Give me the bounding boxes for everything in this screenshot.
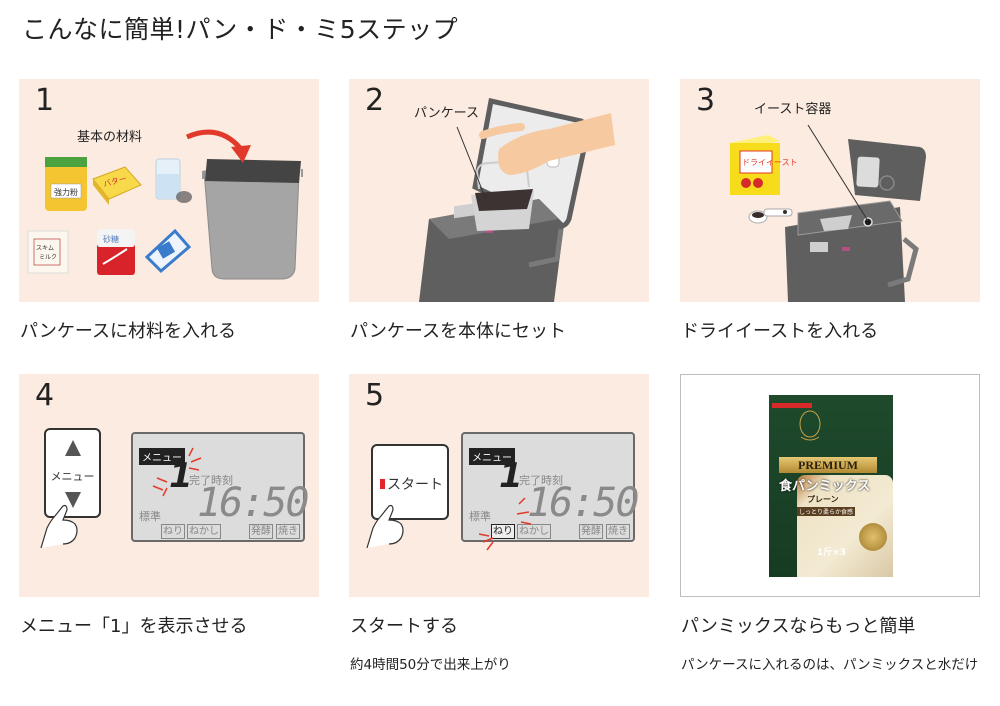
step-number: 3 (696, 83, 716, 118)
triangle-down-icon (65, 492, 81, 508)
brand-logo-icon (772, 403, 812, 408)
skim-milk-icon: スキム ミルク (27, 230, 69, 274)
lcd-stage-knead-active: ねり (491, 524, 515, 539)
lcd-time-label: 完了時刻 (519, 474, 563, 487)
lcd-stage-rise: 発酵 (249, 524, 273, 539)
step-5-note: 約4時間50分で出来上がり (350, 657, 511, 673)
step-2-card: 2 パンケース (349, 79, 649, 302)
start-button-label: スタート (387, 477, 443, 493)
lcd-stage-bake: 焼き (606, 524, 630, 539)
lcd-time: 16:50 (197, 480, 309, 526)
step-number: 2 (365, 83, 385, 118)
step-5-caption: スタートする (350, 616, 458, 637)
blink-marks-icon (478, 497, 532, 551)
lcd-menu-value: 1 (499, 456, 523, 496)
lcd-time: 16:50 (527, 480, 639, 526)
product-caption: パンミックスならもっと簡単 (681, 616, 916, 637)
pointing-hand-icon (40, 504, 78, 549)
sugar-icon: 砂糖 (97, 229, 135, 275)
bread-maker-illustration (419, 97, 615, 302)
pointing-hand-icon (366, 504, 404, 549)
bread-maker-body-icon (785, 200, 919, 302)
blink-marks-icon (152, 447, 202, 497)
bread-mix-package: PREMIUM 食パンミックス プレーン しっとり柔らか食感 1斤×3 (769, 395, 893, 577)
measuring-spoon-icon (748, 208, 793, 224)
lcd-stage-rise: 発酵 (579, 524, 603, 539)
lcd-menu-label: メニュー (469, 448, 515, 465)
yeast-box-text: ドライイースト (742, 158, 798, 167)
step-5-card: 5 スタート メニュー 1 完了時刻 16:50 標準 ねり ねかし 発酵 焼き (349, 374, 649, 597)
step-1-card: 1 基本の材料 強力粉 バター スキム ミルク (19, 79, 319, 302)
product-card: PREMIUM 食パンミックス プレーン しっとり柔らか食感 1斤×3 (680, 374, 980, 597)
lcd-mode: 標準 (139, 510, 161, 523)
step-3-card: 3 イースト容器 ドライイースト (680, 79, 980, 302)
step-4-card: 4 メニュー メニュー 1 完了時刻 16:50 標準 ねり ねかし 発酵 焼き (19, 374, 319, 597)
start-button[interactable]: スタート (371, 444, 449, 520)
svg-text:ミルク: ミルク (39, 254, 57, 261)
yeast-container-label: イースト容器 (754, 102, 832, 117)
lcd-mode: 標準 (469, 510, 491, 523)
start-indicator (380, 479, 385, 489)
step-3-caption: ドライイーストを入れる (681, 321, 879, 342)
svg-text:砂糖: 砂糖 (103, 234, 119, 244)
premium-badge: PREMIUM (779, 457, 877, 473)
machine-lid-icon (848, 139, 926, 201)
red-arrow-icon (185, 129, 251, 163)
lcd-menu-value: 1 (169, 456, 193, 496)
dry-yeast-box-icon: ドライイースト (730, 135, 798, 195)
product-flavor: プレーン (807, 495, 839, 504)
lcd-stage-rest: ねかし (187, 524, 221, 539)
flour-bag-icon: 強力粉 (45, 157, 87, 211)
product-name: 食パンミックス (779, 479, 871, 494)
lcd-display: メニュー 1 完了時刻 16:50 標準 ねり ねかし 発酵 焼き (461, 432, 639, 542)
bread-case-icon (202, 159, 303, 280)
water-glass-icon (155, 158, 192, 203)
step-1-caption: パンケースに材料を入れる (20, 321, 236, 342)
pointer-line (807, 124, 869, 222)
svg-text:スキム: スキム (36, 245, 54, 252)
step-number: 1 (35, 83, 55, 118)
page-title: こんなに簡単!パン・ド・ミ5ステップ (22, 15, 459, 44)
hand-icon (479, 113, 615, 175)
pointer-line (456, 126, 486, 198)
product-size: 1斤×3 (817, 548, 847, 558)
bread-case-label: パンケース (414, 106, 480, 121)
yeast-illustration: ドライイースト (730, 124, 926, 302)
product-tagline: しっとり柔らか食感 (797, 507, 856, 516)
step-number: 4 (35, 378, 55, 413)
butter-icon: バター (92, 166, 142, 205)
lcd-display: メニュー 1 完了時刻 16:50 標準 ねり ねかし 発酵 焼き (131, 432, 309, 542)
bread-case-icon (471, 159, 534, 231)
emblem-icon (799, 410, 821, 441)
ingredients-label: 基本の材料 (77, 130, 143, 145)
menu-button[interactable]: メニュー (44, 428, 101, 518)
menu-button-label: メニュー (50, 470, 95, 483)
salt-icon (144, 228, 192, 274)
step-4-caption: メニュー「1」を表示させる (20, 616, 248, 637)
lcd-stage-knead: ねり (161, 524, 185, 539)
lcd-menu-label: メニュー (139, 448, 185, 465)
step-2-caption: パンケースを本体にセット (350, 321, 566, 342)
ingredients-illustration: 強力粉 バター スキム ミルク 砂糖 (27, 129, 303, 280)
product-note: パンケースに入れるのは、パンミックスと水だけ (681, 657, 979, 673)
step-number: 5 (365, 378, 385, 413)
svg-text:強力粉: 強力粉 (54, 187, 78, 197)
lcd-stage-bake: 焼き (276, 524, 300, 539)
triangle-up-icon (65, 440, 81, 456)
lcd-time-label: 完了時刻 (189, 474, 233, 487)
lcd-stage-rest: ねかし (517, 524, 551, 539)
quality-seal-icon (859, 523, 887, 551)
